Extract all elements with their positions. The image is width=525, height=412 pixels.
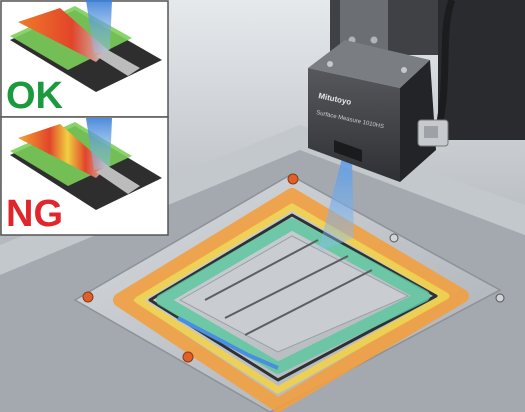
screw-top bbox=[287, 173, 299, 185]
screw-left bbox=[82, 291, 94, 303]
inset-ng: NG bbox=[0, 116, 169, 236]
yellow-band bbox=[134, 203, 450, 394]
dark-groove bbox=[148, 213, 438, 382]
blue-scan-line bbox=[177, 316, 279, 370]
sensor-screw-1 bbox=[327, 61, 333, 67]
ok-beam bbox=[86, 0, 112, 54]
cable-connector-nut bbox=[424, 126, 438, 138]
ok-bead bbox=[18, 8, 108, 62]
inset-ok: OK bbox=[0, 0, 169, 118]
rail-1 bbox=[204, 239, 319, 301]
sensor-window bbox=[334, 140, 362, 162]
sensor-screw-2 bbox=[401, 67, 407, 73]
ng-label: NG bbox=[6, 193, 63, 235]
sensor-top bbox=[308, 40, 430, 88]
ng-bead bbox=[18, 124, 108, 178]
sensor-front bbox=[308, 68, 400, 182]
sensor-cable bbox=[434, 0, 456, 133]
ok-label: OK bbox=[6, 75, 64, 117]
rail-2 bbox=[224, 255, 349, 319]
green-band bbox=[156, 218, 430, 374]
rail-3 bbox=[244, 269, 373, 336]
ng-beam bbox=[86, 118, 112, 170]
orange-band bbox=[113, 188, 469, 412]
ng-bead-end bbox=[96, 166, 140, 194]
screw-right-1 bbox=[389, 233, 399, 243]
ok-bead-end bbox=[96, 50, 140, 76]
screw-bottom bbox=[182, 351, 194, 363]
laser-beam bbox=[318, 158, 354, 252]
screw-right-2 bbox=[495, 293, 505, 303]
arm-screw-2 bbox=[370, 36, 378, 44]
right-pillar bbox=[438, 0, 525, 140]
